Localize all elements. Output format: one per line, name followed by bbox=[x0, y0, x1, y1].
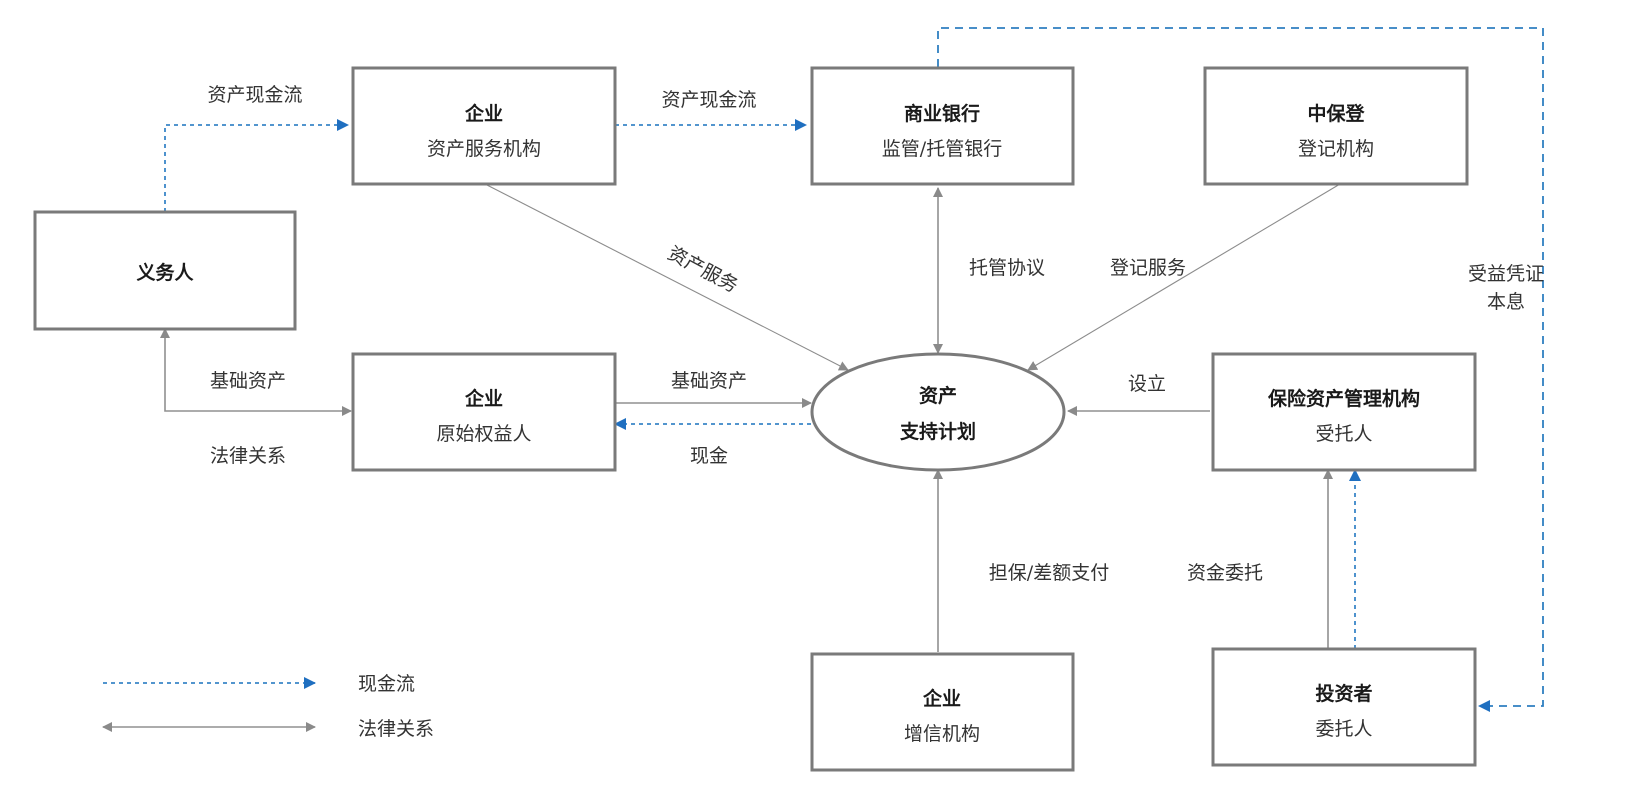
node-bank-subtitle: 监管/托管银行 bbox=[882, 138, 1002, 160]
label-bank-to-investor-line1: 受益凭证 bbox=[1468, 263, 1544, 285]
node-guarantor-subtitle: 增信机构 bbox=[904, 723, 980, 745]
edge-registry-to-plan bbox=[1027, 183, 1341, 371]
node-originator: 企业 原始权益人 bbox=[351, 352, 617, 472]
node-servicer-title: 企业 bbox=[464, 102, 503, 125]
label-obligor-originator-bottom: 法律关系 bbox=[210, 445, 286, 467]
label-bank-plan: 托管协议 bbox=[969, 257, 1045, 279]
node-servicer-subtitle: 资产服务机构 bbox=[427, 138, 541, 160]
node-servicer: 企业 资产服务机构 bbox=[351, 66, 617, 186]
label-investor-to-trustee: 资金委托 bbox=[1187, 562, 1263, 584]
node-registry: 中保登 登记机构 bbox=[1203, 66, 1469, 186]
edge-bank-to-investor-cashflow bbox=[937, 27, 1544, 712]
legend-cash-flow-label: 现金流 bbox=[358, 673, 415, 695]
edge-obligor-to-servicer-cashflow bbox=[164, 119, 349, 212]
node-bank: 商业银行 监管/托管银行 bbox=[810, 66, 1075, 186]
node-bank-title: 商业银行 bbox=[904, 102, 980, 125]
node-guarantor: 企业 增信机构 bbox=[810, 652, 1075, 772]
legend-legal-relation-label: 法律关系 bbox=[358, 718, 434, 740]
node-plan-subtitle: 支持计划 bbox=[899, 420, 976, 443]
edge-obligor-originator bbox=[160, 328, 352, 416]
node-trustee: 保险资产管理机构 受托人 bbox=[1211, 352, 1477, 472]
label-registry-to-plan: 登记服务 bbox=[1110, 257, 1186, 279]
label-plan-to-originator: 现金 bbox=[690, 445, 728, 467]
legend: 现金流 法律关系 bbox=[102, 673, 434, 740]
node-guarantor-title: 企业 bbox=[922, 687, 961, 710]
node-registry-title: 中保登 bbox=[1307, 102, 1365, 125]
node-asset-support-plan: 资产 支持计划 bbox=[810, 352, 1066, 472]
node-originator-title: 企业 bbox=[464, 387, 503, 410]
label-obligor-originator-top: 基础资产 bbox=[210, 370, 286, 392]
node-obligor: 义务人 bbox=[33, 210, 297, 331]
label-obligor-to-servicer: 资产现金流 bbox=[207, 84, 302, 106]
label-trustee-to-plan: 设立 bbox=[1128, 373, 1166, 395]
node-investor: 投资者 委托人 bbox=[1211, 647, 1477, 767]
label-bank-to-investor-line2: 本息 bbox=[1487, 291, 1525, 313]
node-registry-subtitle: 登记机构 bbox=[1298, 138, 1374, 160]
node-trustee-subtitle: 受托人 bbox=[1315, 423, 1372, 445]
label-originator-to-plan: 基础资产 bbox=[671, 370, 747, 392]
node-obligor-title: 义务人 bbox=[136, 261, 194, 284]
node-investor-subtitle: 委托人 bbox=[1315, 718, 1372, 740]
label-guarantor-to-plan: 担保/差额支付 bbox=[989, 562, 1109, 584]
label-servicer-to-bank: 资产现金流 bbox=[661, 89, 756, 111]
label-servicer-to-plan: 资产服务 bbox=[664, 242, 741, 297]
node-trustee-title: 保险资产管理机构 bbox=[1267, 387, 1420, 410]
node-originator-subtitle: 原始权益人 bbox=[436, 423, 531, 445]
edge-servicer-to-plan bbox=[484, 183, 849, 371]
node-plan-title: 资产 bbox=[919, 384, 957, 407]
node-investor-title: 投资者 bbox=[1315, 682, 1372, 705]
